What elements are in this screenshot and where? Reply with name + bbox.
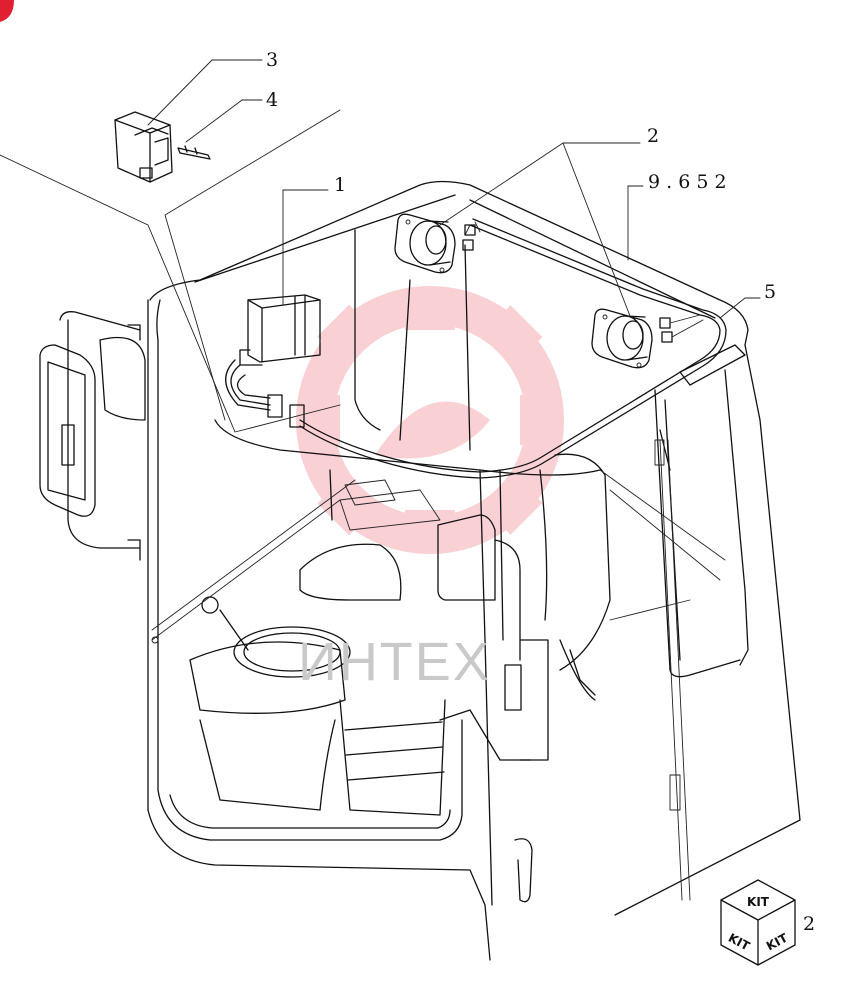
- speaker-left: [394, 213, 456, 274]
- callout-2: 2: [647, 125, 659, 147]
- callout-3: 3: [266, 49, 278, 71]
- callout-ref-9652: 9 . 6 5 2: [648, 171, 727, 193]
- watermark-gear-icon: [296, 286, 564, 554]
- relay-block: [114, 111, 173, 183]
- leader-lines: [0, 59, 761, 433]
- callout-4: 4: [266, 89, 278, 111]
- speaker-right: [591, 308, 653, 369]
- corner-logo-icon: [0, 0, 14, 22]
- kit-cube-icon: [720, 879, 796, 966]
- cab-outline: [147, 180, 801, 961]
- left-mirror: [39, 311, 146, 561]
- callout-1: 1: [334, 174, 346, 196]
- watermark-text: ИНТЕХ: [298, 632, 491, 692]
- radio-unit: [239, 294, 321, 366]
- fuse-part: [177, 145, 211, 160]
- wiring-harness: [225, 218, 727, 479]
- kit-quantity: 2: [803, 913, 815, 935]
- callout-5: 5: [764, 281, 776, 303]
- kit-top-label: KIT: [747, 895, 770, 909]
